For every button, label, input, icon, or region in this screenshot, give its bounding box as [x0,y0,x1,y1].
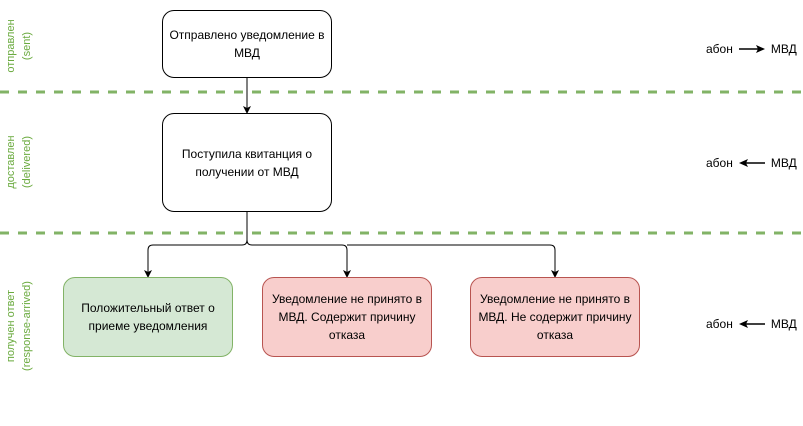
node-sent-text: Отправлено уведомление в МВД [169,28,325,60]
node-delivered-text: Поступила квитанция о получении от МВД [181,146,313,179]
direction-sent-from: абон [706,42,733,56]
direction-sent-to: МВД [770,42,797,56]
node-delivered[interactable]: Поступила квитанция о получении от МВД [162,113,332,212]
lane-label-response-arrived: получен ответ (response-arrived) [3,226,37,426]
edge-delivered-to-rejected-with-reason [246,239,351,278]
direction-sent: абон МВД [706,42,797,56]
arrow-left-icon [738,320,765,328]
direction-response-from: МВД [770,317,797,331]
direction-delivered-from: МВД [770,156,797,170]
arrow-left-icon [738,159,765,167]
node-positive-text: Положительный ответ о приеме уведомления [81,301,215,333]
lane-label-response-en: (response-arrived) [21,281,33,371]
node-rejected-without-reason-text: Уведомление не принято в МВД. Не содержи… [478,292,632,342]
direction-response-to: абон [706,317,733,331]
node-positive[interactable]: Положительный ответ о приеме уведомления [63,277,233,357]
edge-delivered-to-positive [144,212,248,278]
node-rejected-with-reason[interactable]: Уведомление не принято в МВД. Содержит п… [262,277,432,357]
node-sent[interactable]: Отправлено уведомление в МВД [162,10,332,78]
direction-delivered-to: абон [706,156,733,170]
node-rejected-without-reason[interactable]: Уведомление не принято в МВД. Не содержи… [470,277,640,357]
direction-delivered: абон МВД [706,156,797,170]
lane-label-response-ru: получен ответ [5,289,17,363]
node-rejected-with-reason-text: Уведомление не принято в МВД. Содержит п… [272,292,422,342]
edge-delivered-to-rejected-without-reason [347,244,559,278]
direction-response-arrived: абон МВД [706,317,797,331]
diagram-canvas [0,78,803,278]
arrow-right-icon [738,45,765,53]
